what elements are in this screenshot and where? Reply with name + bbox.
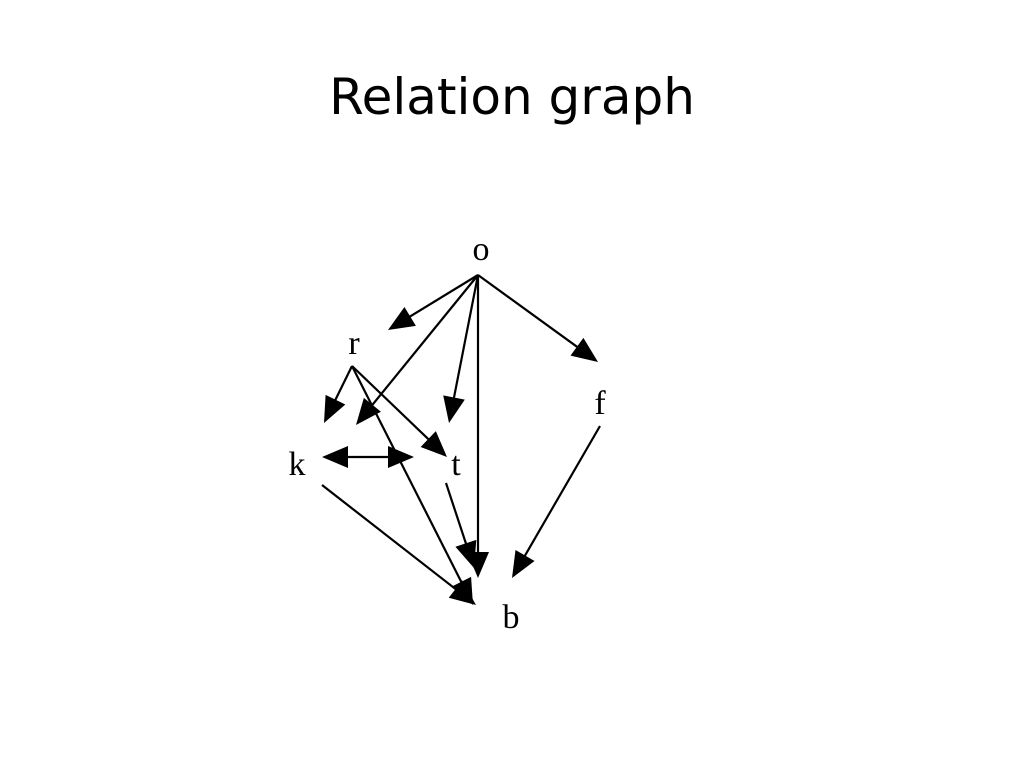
arrowhead [443,395,465,423]
edge-o-r [388,274,479,330]
node-o: o [473,231,490,268]
edge-line [477,274,585,353]
node-f: f [594,385,606,422]
arrowhead [356,397,381,425]
edge-o-k [356,274,479,425]
edge-line [351,365,435,446]
edge-o-t [443,274,480,423]
arrowhead [322,446,348,468]
node-k: k [289,446,306,483]
edge-t-b [444,482,477,568]
arrowhead [455,539,477,568]
arrowhead [512,549,535,578]
arrowhead [388,307,416,330]
edge-line [520,425,601,563]
node-r: r [348,325,360,362]
edge-r-t [351,365,447,457]
edge-line [351,365,466,590]
arrowhead [324,394,346,423]
edge-line [444,482,470,552]
edge-o-b [467,275,489,578]
node-layer: o r f k t b [289,231,607,636]
slide-title: Relation graph [329,68,695,126]
edge-f-b [512,425,601,578]
node-b: b [503,599,520,636]
arrowhead [570,337,598,362]
arrowhead [420,431,447,457]
node-t: t [451,446,461,483]
edge-k-b [321,484,476,605]
edge-line [366,274,479,412]
arrowhead [388,446,414,468]
edge-o-f [477,274,598,362]
edge-line [402,274,479,322]
edge-r-k [324,365,353,423]
edge-k-t [322,446,414,468]
edge-line [451,274,480,406]
edge-line [321,484,463,595]
arrowhead [448,580,476,605]
edge-layer [321,274,601,605]
